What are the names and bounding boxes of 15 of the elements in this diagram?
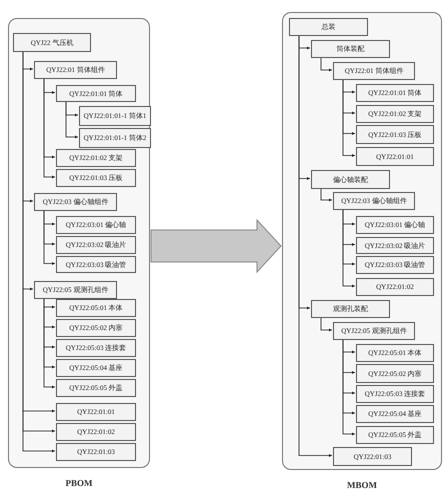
connector-arrow [342, 208, 356, 288]
bom-panel [282, 12, 442, 470]
connector-arrow [66, 100, 78, 139]
panel-caption: PBOM [64, 478, 94, 488]
connector-arrow [44, 210, 56, 266]
bom-panel [8, 18, 150, 468]
block-arrow [150, 218, 282, 274]
connector-arrow [342, 338, 356, 436]
panel-caption: MBOM [346, 480, 378, 490]
connector-arrow [44, 78, 56, 179]
connector-arrow [342, 78, 356, 158]
connector-arrow [44, 298, 56, 389]
connector-arrow [320, 188, 332, 202]
connector-arrow [320, 56, 332, 72]
connector-arrow [320, 316, 332, 332]
